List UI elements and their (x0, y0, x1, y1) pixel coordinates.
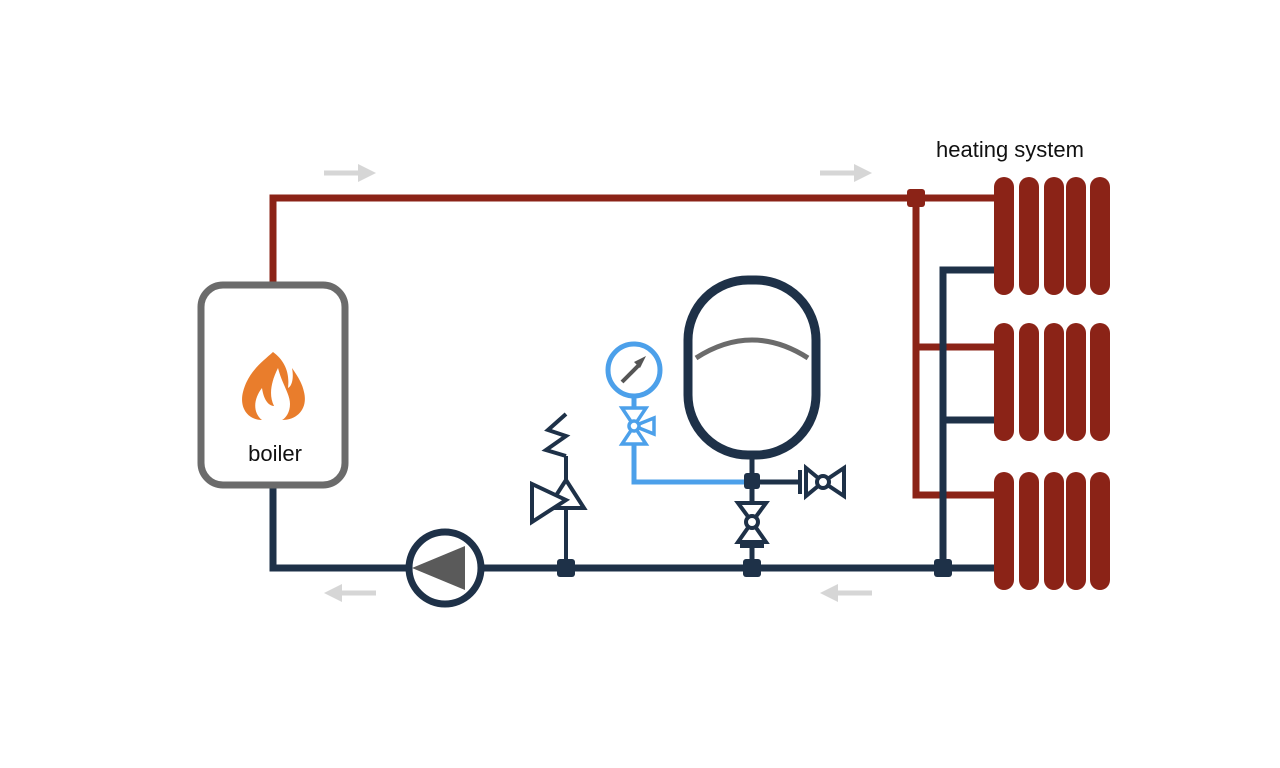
tank-connection (734, 459, 846, 568)
return-flow-arrow-left (324, 584, 376, 602)
drain-valve-icon (798, 463, 846, 501)
radiator-bottom (994, 472, 1110, 590)
supply-pipe (269, 194, 1000, 499)
boiler: boiler (197, 281, 349, 489)
flow-arrows (324, 164, 872, 602)
circulation-pump-icon (405, 528, 485, 608)
heating-system-label: heating system (936, 137, 1084, 162)
flame-icon (242, 352, 305, 420)
radiator-middle (994, 323, 1110, 441)
pressure-gauge-assembly (605, 341, 752, 485)
safety-relief-valve-icon (530, 412, 588, 568)
boiler-frame (197, 281, 349, 489)
shutoff-valve-icon (734, 501, 770, 548)
supply-flow-arrow-left (324, 164, 376, 182)
radiators (994, 177, 1110, 590)
radiator-top (994, 177, 1110, 295)
expansion-vessel-icon (683, 275, 821, 460)
pressure-gauge-icon (605, 341, 663, 399)
boiler-label: boiler (248, 441, 302, 466)
supply-tee-fitting (907, 189, 925, 207)
gauge-line (631, 440, 752, 485)
supply-flow-arrow-right (820, 164, 872, 182)
return-flow-arrow-right (820, 584, 872, 602)
gauge-valve-icon (618, 406, 656, 446)
